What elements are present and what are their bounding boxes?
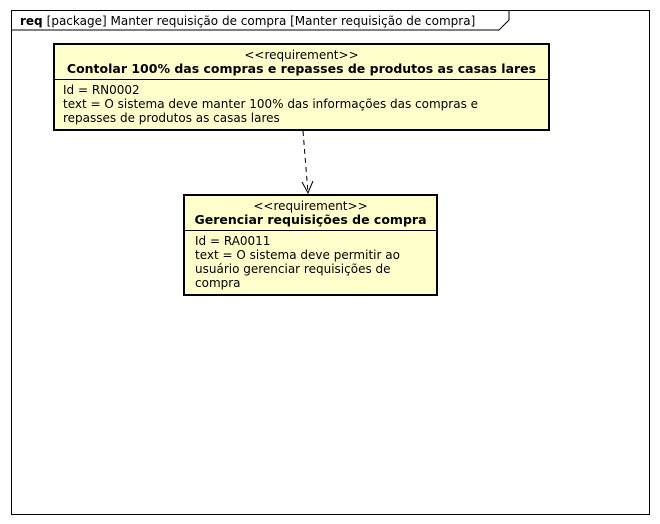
requirement-body: Id = RN0002 text = O sistema deve manter… xyxy=(55,80,548,128)
requirement-text-line: compra xyxy=(195,276,241,290)
requirement-name: Contolar 100% das compras e repasses de … xyxy=(66,61,537,76)
frame-title-text: [package] Manter requisição de compra [M… xyxy=(46,14,476,28)
requirement-id: Id = RN0002 xyxy=(63,83,140,97)
requirement-header: <<requirement>> Contolar 100% das compra… xyxy=(55,45,548,80)
requirement-text-line: repasses de produtos as casas lares xyxy=(63,111,280,125)
requirement-rn0002[interactable]: <<requirement>> Contolar 100% das compra… xyxy=(53,43,550,131)
requirement-text-line: text = O sistema deve permitir ao xyxy=(195,248,400,262)
requirement-stereotype: <<requirement>> xyxy=(253,199,368,213)
diagram-frame xyxy=(11,10,650,515)
frame-tab xyxy=(11,10,510,31)
requirement-id: Id = RA0011 xyxy=(195,234,271,248)
frame-keyword: req xyxy=(20,14,43,28)
requirement-text-line: usuário gerenciar requisições de xyxy=(195,262,391,276)
requirement-name: Gerenciar requisições de compra xyxy=(194,212,427,227)
requirement-text-line: text = O sistema deve manter 100% das in… xyxy=(63,97,479,111)
requirement-header: <<requirement>> Gerenciar requisições de… xyxy=(185,196,436,231)
frame-title: req[package] Manter requisição de compra… xyxy=(20,14,475,28)
requirement-body: Id = RA0011 text = O sistema deve permit… xyxy=(185,231,436,293)
requirement-stereotype: <<requirement>> xyxy=(244,48,359,62)
requirement-ra0011[interactable]: <<requirement>> Gerenciar requisições de… xyxy=(183,194,438,296)
